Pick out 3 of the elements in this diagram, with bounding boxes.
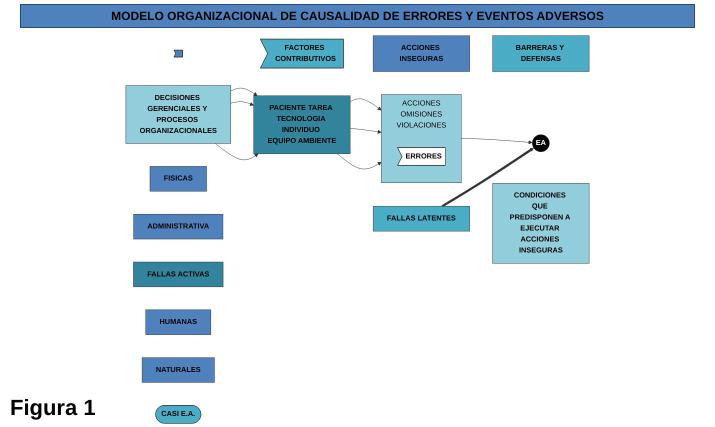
arrow <box>442 148 534 208</box>
caption: Figura 1 <box>10 395 96 421</box>
title-banner: MODELO ORGANIZACIONAL DE CAUSALIDAD DE ERRORES Y EVENTOS ADVERSOS <box>20 4 695 28</box>
